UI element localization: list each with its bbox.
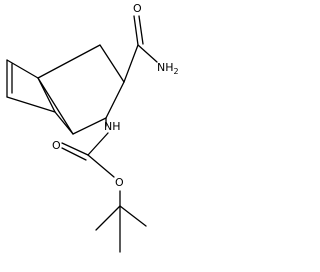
amide-nitrogen-label: NH2 <box>157 61 179 76</box>
double-bond <box>61 142 89 156</box>
bond <box>95 205 121 231</box>
bond <box>37 44 101 79</box>
bond <box>123 44 139 83</box>
double-bond <box>138 15 144 45</box>
bond <box>37 77 74 135</box>
carbamate-nitrogen-label: NH <box>104 120 121 133</box>
chemical-structure: O NH2 NH O O <box>6 2 179 253</box>
bond <box>87 132 109 156</box>
ester-oxygen-label: O <box>115 176 124 189</box>
bond <box>137 44 158 63</box>
bond <box>119 205 147 227</box>
bond <box>6 59 39 79</box>
bond <box>6 96 56 113</box>
carbonyl-oxygen-label: O <box>52 139 61 152</box>
bond <box>72 117 107 135</box>
bond <box>105 81 125 119</box>
amide-oxygen-label: O <box>133 2 142 15</box>
double-bond <box>61 147 87 161</box>
double-bond <box>133 15 139 46</box>
carboxamide-group: O NH2 <box>123 2 179 83</box>
boc-carbamate-group: NH O O <box>52 117 147 253</box>
bond <box>87 154 115 178</box>
bicyclic-ring <box>6 44 125 135</box>
bond <box>99 44 125 83</box>
